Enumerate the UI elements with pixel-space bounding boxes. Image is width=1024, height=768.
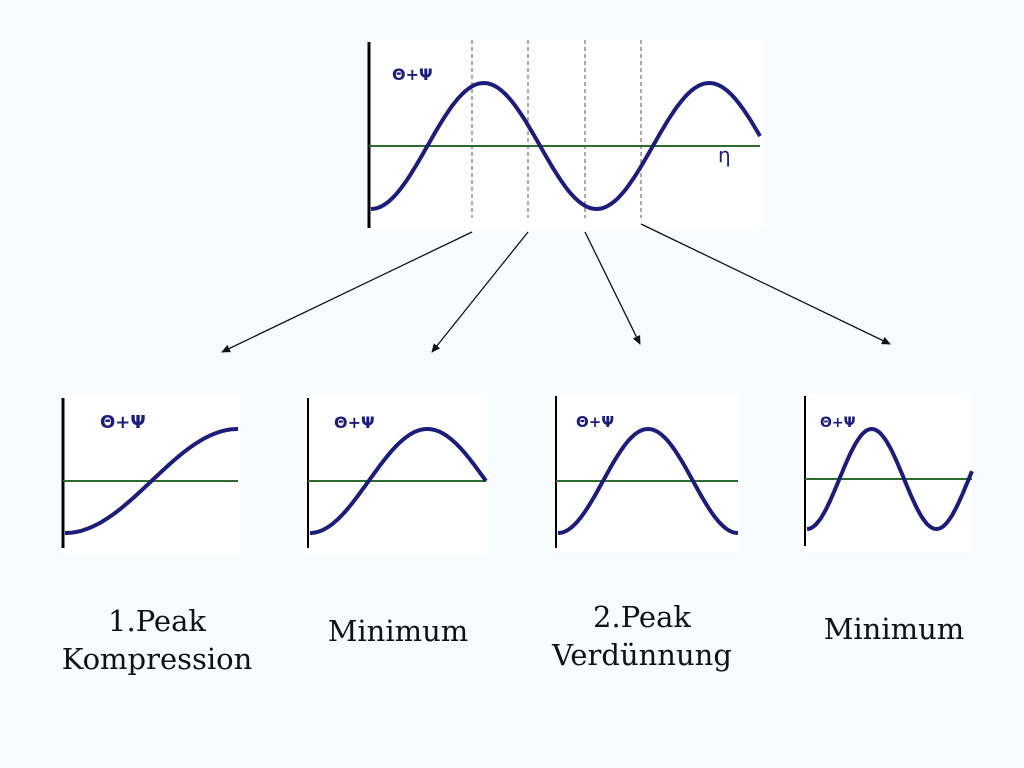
sub-plot-minimum-2: Θ+Ψ xyxy=(804,393,974,553)
arrow-to-minimum-2 xyxy=(640,223,891,345)
sub-plot-panel xyxy=(306,395,488,555)
caption-line-1: Minimum xyxy=(823,612,965,646)
sub-plot-label: Θ+Ψ xyxy=(576,413,614,431)
caption-minimum-2: Minimum xyxy=(774,610,1014,648)
main-plot-curve xyxy=(370,80,762,212)
caption-line-2: Verdünnung xyxy=(552,638,732,672)
sub-plot-minimum-1: Θ+Ψ xyxy=(306,395,488,555)
arrow-to-peak-1 xyxy=(221,231,473,353)
caption-minimum-1: Minimum xyxy=(278,612,518,650)
sub-plot-panel xyxy=(554,393,740,553)
main-plot-x-axis-label: η xyxy=(718,143,731,167)
sub-plot-panel xyxy=(60,395,240,555)
sub-plot-label: Θ+Ψ xyxy=(334,413,375,432)
caption-peak-2: 2.Peak Verdünnung xyxy=(522,598,762,674)
arrow-to-minimum-1 xyxy=(431,231,529,353)
arrows xyxy=(221,223,891,353)
sub-plot-label: Θ+Ψ xyxy=(820,415,856,431)
sub-plot-curve xyxy=(65,427,238,535)
caption-peak-1: 1.Peak Kompression xyxy=(37,602,277,678)
sub-plot-curve xyxy=(806,426,974,532)
caption-line-1: 1.Peak xyxy=(108,604,206,638)
main-plot: Θ+Ψ η xyxy=(367,40,764,230)
sub-plot-peak-1: Θ+Ψ xyxy=(60,395,240,555)
caption-line-2: Kompression xyxy=(61,642,253,676)
sub-plot-label: Θ+Ψ xyxy=(100,412,146,433)
arrow-to-peak-2 xyxy=(584,231,641,345)
sub-plot-curve xyxy=(557,426,739,535)
caption-line-1: 2.Peak xyxy=(593,600,691,634)
sub-plot-curve xyxy=(310,427,488,535)
sub-plot-peak-2: Θ+Ψ xyxy=(554,393,740,553)
main-plot-label: Θ+Ψ xyxy=(392,65,433,84)
caption-line-1: Minimum xyxy=(327,614,469,648)
